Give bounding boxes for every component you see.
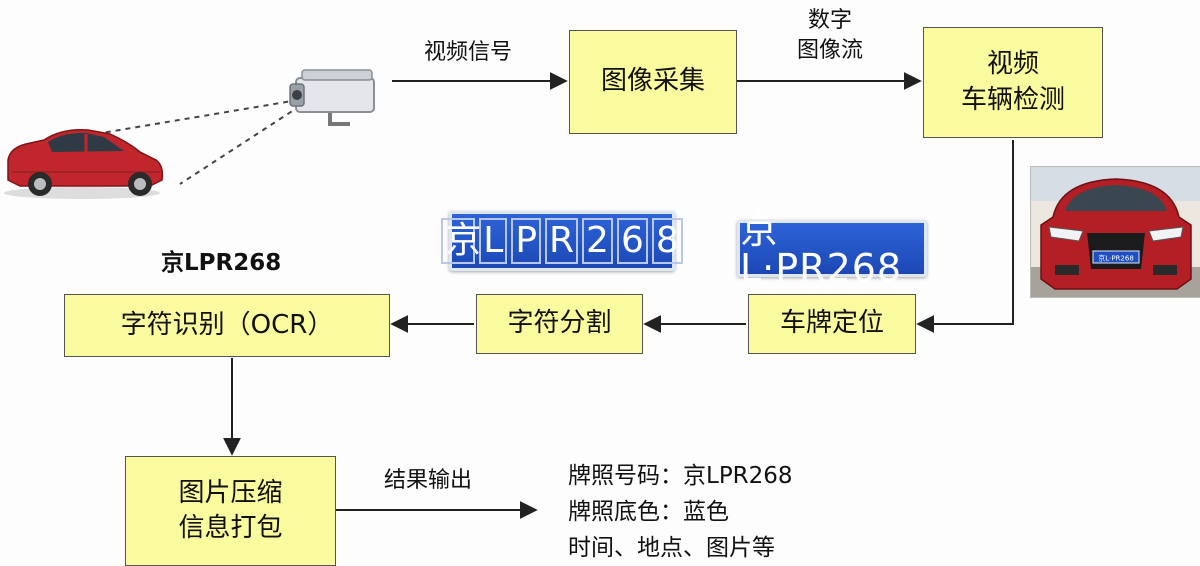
plate-char: L [479, 218, 508, 264]
result-output-label: 结果输出 [384, 468, 473, 493]
digital-stream-label: 数字 图像流 [780, 6, 880, 65]
compress-pack-line-2: 信息打包 [178, 513, 283, 543]
plate-char: P [511, 218, 542, 264]
plate-char: 2 [582, 218, 613, 264]
camera-sight-line-bottom [179, 105, 301, 185]
recognized-plate-label: 京LPR268 [161, 250, 282, 276]
vehicle-detect-line-2: 车辆检测 [960, 84, 1065, 115]
char-segment-box: 字符分割 [476, 294, 643, 354]
image-capture-box: 图像采集 [569, 30, 737, 134]
video-signal-label: 视频信号 [424, 40, 513, 65]
output-plate-number: 牌照号码：京LPR268 [568, 463, 793, 489]
photo-plate-text: 京L·PR268 [1098, 254, 1134, 263]
output-plate-color: 牌照底色：蓝色 [568, 499, 729, 525]
surveillance-camera-icon [289, 69, 375, 126]
front-car-photo: 京L·PR268 [1030, 166, 1200, 298]
digital-stream-line-1: 数字 [807, 8, 852, 33]
plate-char: 京 [441, 218, 481, 264]
segmented-plate: 京 L P R 2 6 8 [441, 211, 683, 271]
output-time-place-image: 时间、地点、图片等 [568, 535, 775, 561]
front-car-illustration: 京L·PR268 [1031, 167, 1200, 297]
arrow-detect-to-locate [916, 140, 1014, 333]
plate-char: 8 [651, 218, 683, 264]
plate-locate-label: 车牌定位 [779, 308, 884, 339]
plate-locate-box: 车牌定位 [748, 294, 916, 354]
vehicle-detect-line-1: 视频 [986, 49, 1039, 80]
char-segment-label: 字符分割 [507, 308, 612, 339]
output-info: 牌照号码：京LPR268 牌照底色：蓝色 时间、地点、图片等 [568, 458, 793, 566]
side-view-car-icon [4, 128, 164, 199]
char-recognize-box: 字符识别（OCR） [64, 294, 390, 357]
char-recognize-label: 字符识别（OCR） [120, 309, 334, 340]
compress-pack-box: 图片压缩 信息打包 [125, 456, 336, 566]
plate-char: 6 [616, 218, 648, 264]
vehicle-detect-box: 视频 车辆检测 [923, 27, 1103, 138]
plate-char: R [545, 218, 579, 264]
located-plate: 京L·PR268 [737, 211, 927, 287]
digital-stream-line-2: 图像流 [796, 37, 863, 63]
located-plate-text: 京L·PR268 [740, 207, 903, 290]
compress-pack-line-1: 图片压缩 [178, 477, 283, 508]
image-capture-label: 图像采集 [600, 66, 705, 97]
camera-sight-line-top [77, 99, 299, 138]
